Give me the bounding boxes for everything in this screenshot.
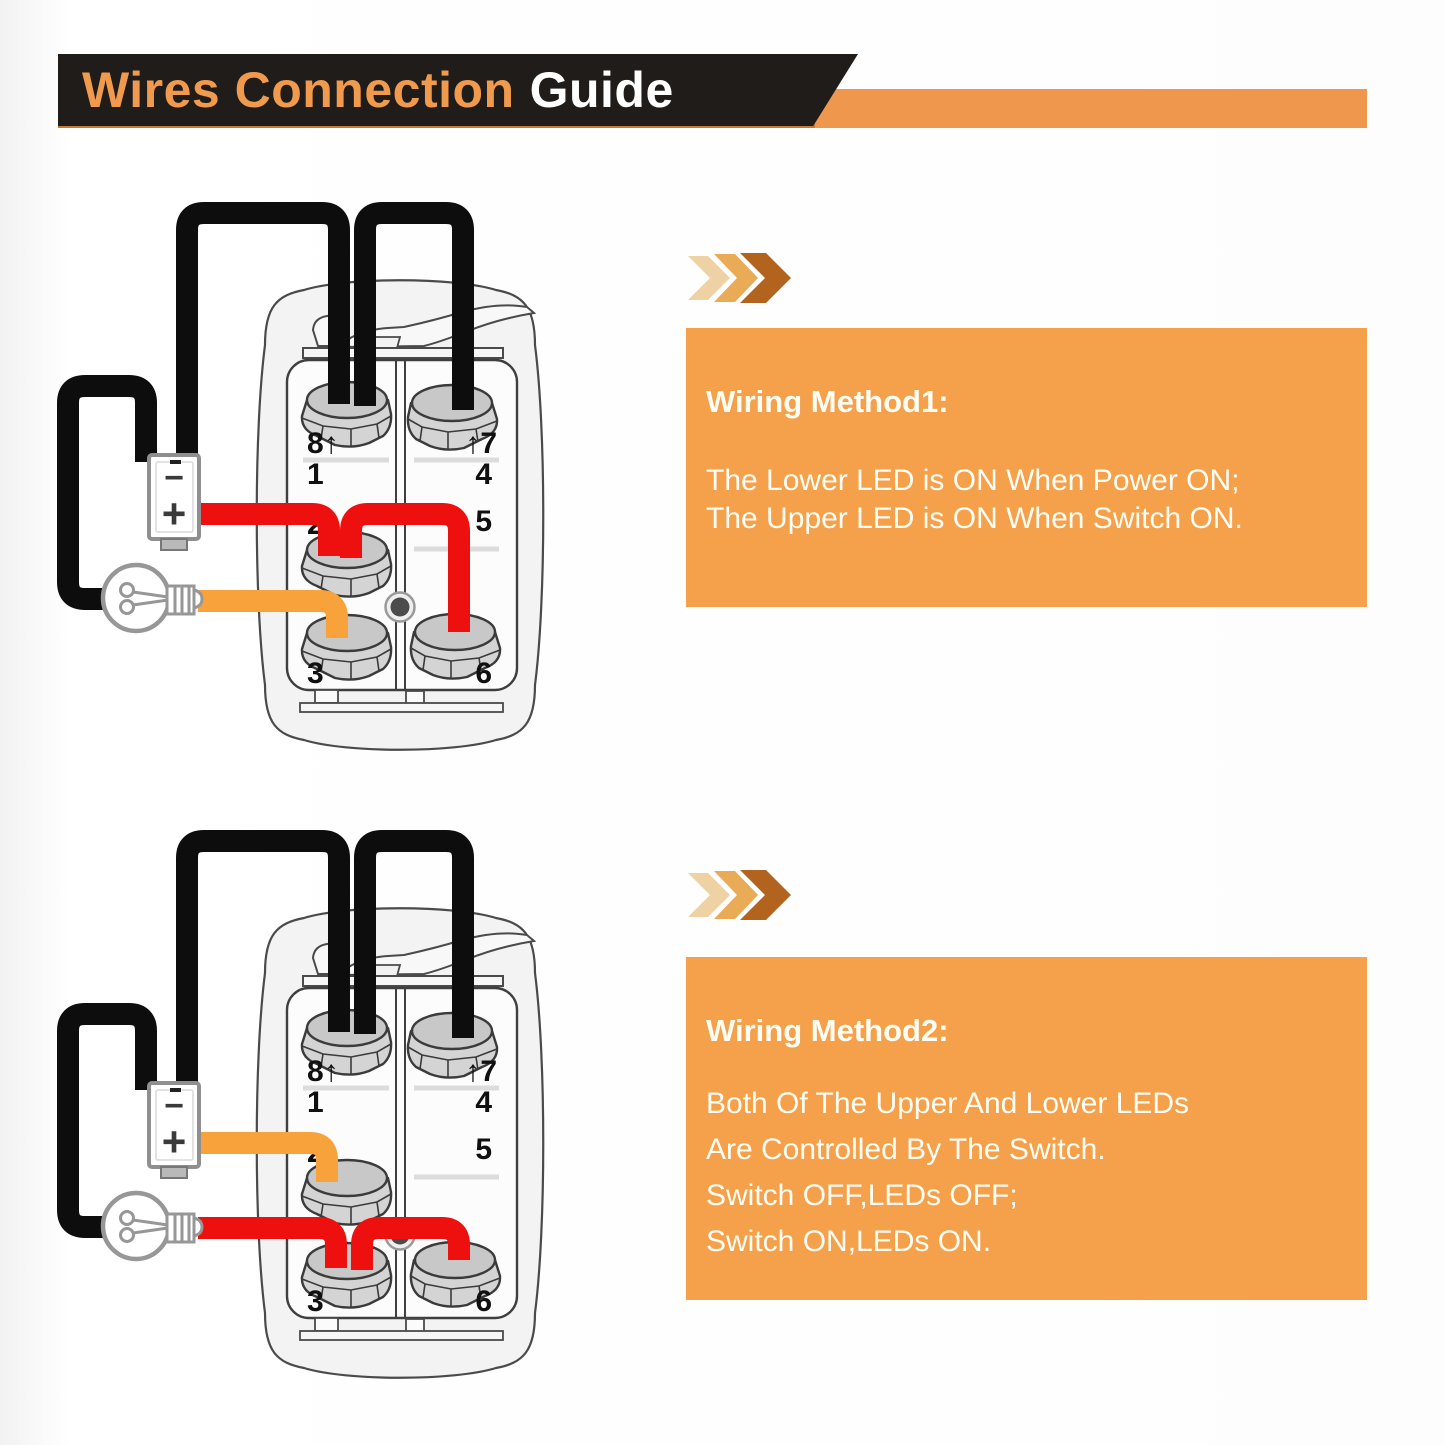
banner-title-rest: Guide <box>529 62 674 118</box>
method1-line1: The Lower LED is ON When Power ON; <box>706 464 1240 497</box>
chevron-light <box>688 873 730 917</box>
black-wire-terminal8-to-terminal7 <box>354 830 474 1038</box>
method2-line3: Switch OFF,LEDs OFF; <box>706 1179 1018 1212</box>
method2-title: Wiring Method2: <box>706 1013 949 1048</box>
wiring-diagram-method2 <box>57 830 580 1400</box>
chevron-mid <box>714 871 758 919</box>
black-wire-battery-to-terminal8 <box>176 830 350 1090</box>
banner-underline <box>58 124 815 128</box>
method2-text: Both Of The Upper And Lower LEDs Are Con… <box>706 1081 1343 1265</box>
title-banner: Wires Connection Guide <box>58 54 858 126</box>
battery-and-bulb <box>103 455 202 631</box>
banner-title-highlight: Wires Connection <box>82 62 515 118</box>
method1-callout: Wiring Method1: The Lower LED is ON When… <box>686 328 1367 607</box>
chevron-dark <box>740 253 791 303</box>
triple-chevron-icon <box>688 253 791 303</box>
battery-and-bulb <box>103 1083 202 1259</box>
chevron-dark <box>740 870 791 920</box>
method2-line1: Both Of The Upper And Lower LEDs <box>706 1087 1190 1120</box>
method2-line2: Are Controlled By The Switch. <box>706 1133 1106 1166</box>
black-wire-battery-to-terminal8 <box>176 202 350 462</box>
method2-line4: Switch ON,LEDs ON. <box>706 1225 992 1258</box>
red-wire-terminal3-to-terminal6 <box>351 1217 470 1270</box>
red-wire-terminal2-to-terminal6 <box>340 503 470 632</box>
orange-wire-battery-to-terminal2 <box>199 1132 338 1182</box>
chevron-mid <box>714 254 758 302</box>
method2-callout: Wiring Method2: Both Of The Upper And Lo… <box>686 957 1367 1300</box>
chevron-light <box>688 256 730 300</box>
method1-text: The Lower LED is ON When Power ON; The U… <box>706 462 1343 538</box>
method1-line2: The Upper LED is ON When Switch ON. <box>706 502 1243 535</box>
red-wire-battery-to-terminal2 <box>199 503 340 556</box>
black-wire-battery-to-bulb <box>57 1003 157 1238</box>
black-wire-terminal8-to-terminal7 <box>354 202 474 410</box>
red-wire-bulb-to-terminal3 <box>198 1217 347 1268</box>
black-wire-battery-to-bulb <box>57 375 157 610</box>
method1-title: Wiring Method1: <box>706 384 949 419</box>
wiring-diagram-method1: 8↑ 1 ↑7 4 2 5 3 6 − + <box>57 202 580 770</box>
orange-wire-bulb-to-terminal3 <box>198 590 348 638</box>
header-accent-strip <box>795 89 1367 128</box>
triple-chevron-icon <box>688 870 791 920</box>
